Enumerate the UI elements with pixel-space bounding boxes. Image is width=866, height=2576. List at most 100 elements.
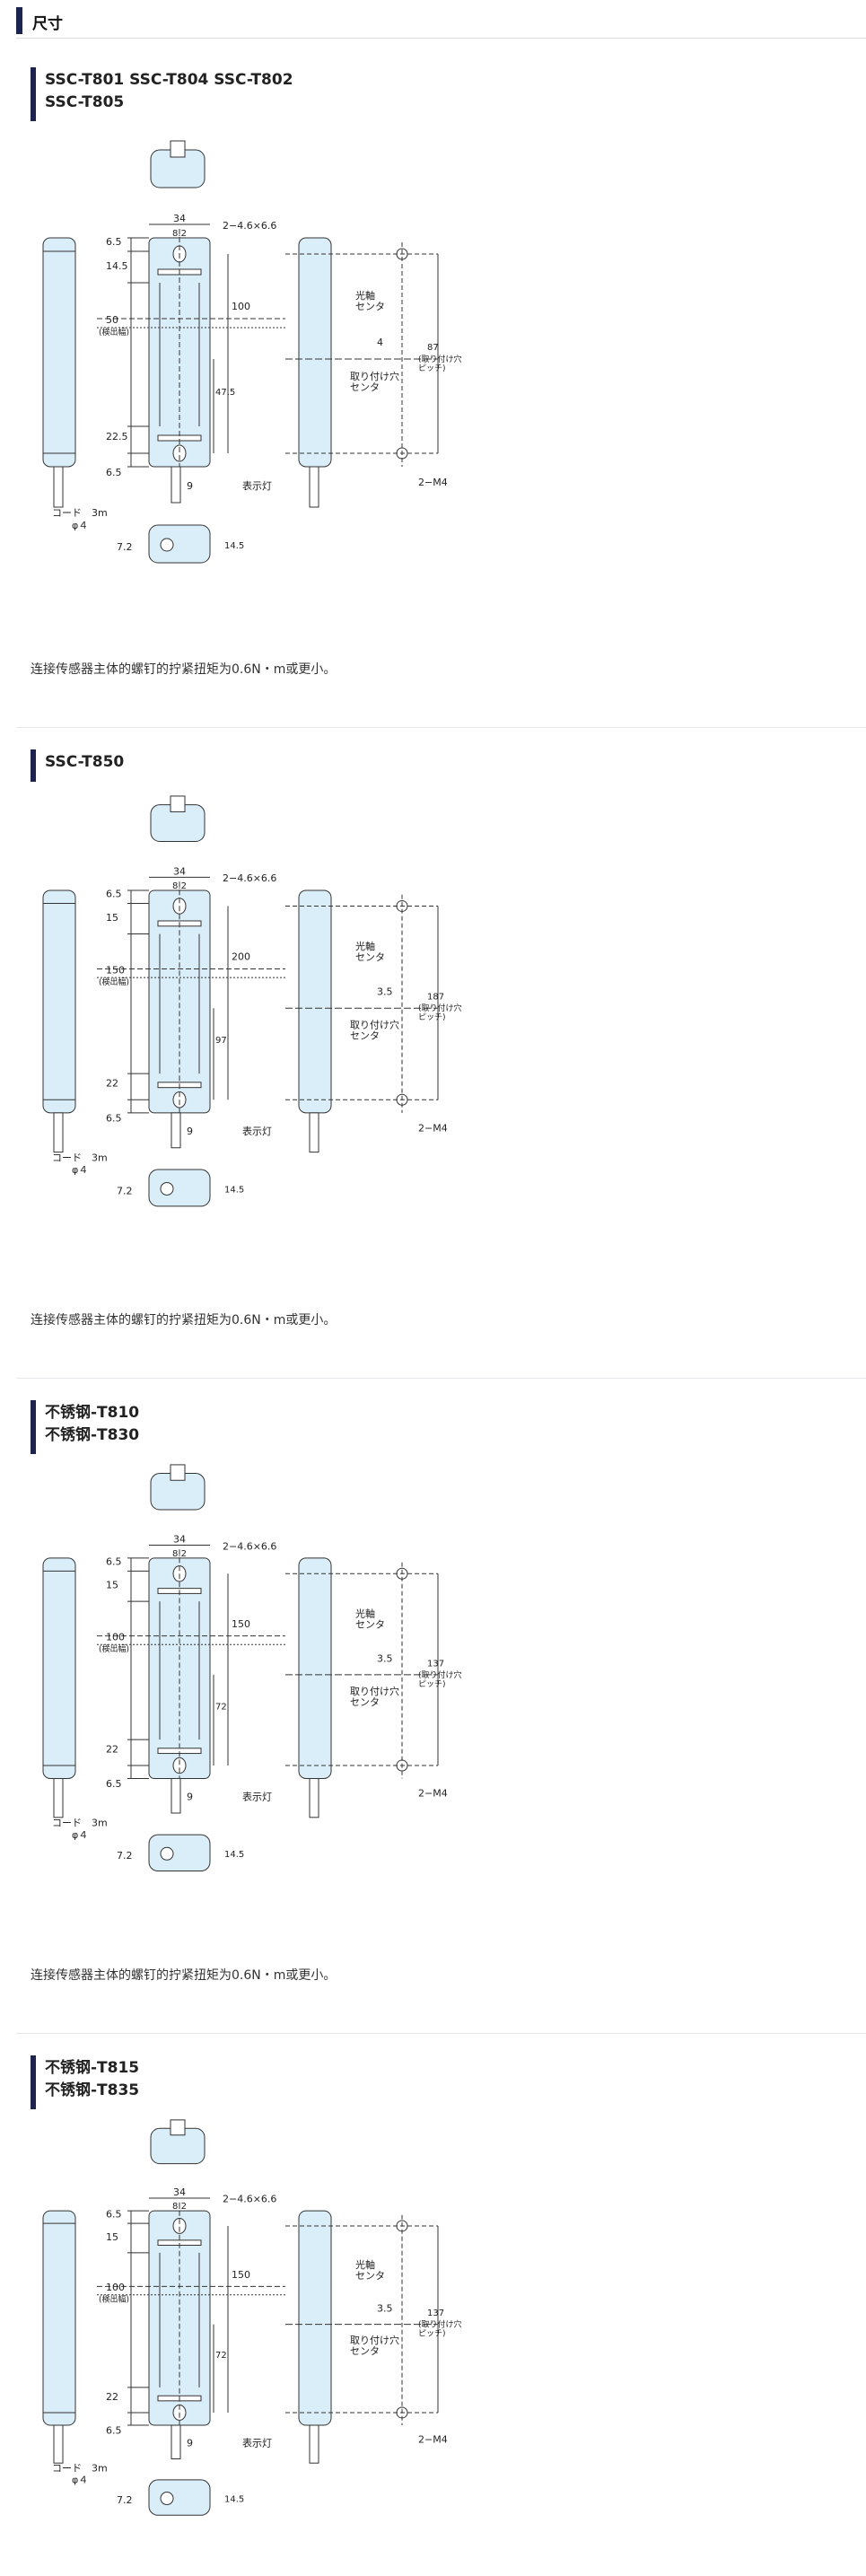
lower-length-label: 22 — [106, 1078, 118, 1090]
cord-diameter-label: φ４ — [72, 1164, 88, 1176]
cord-diameter-label: φ４ — [72, 2475, 88, 2486]
width-label: 34 — [173, 213, 186, 224]
bottom-view-cord-hole — [160, 538, 174, 552]
width-label: 34 — [173, 2186, 186, 2198]
right-side-cord — [309, 1112, 319, 1153]
bottom-view-base — [148, 1834, 211, 1872]
detect-width-caption: (検出幅) — [99, 1643, 129, 1654]
section-title-line: SSC-T801 SSC-T804 SSC-T802 — [45, 71, 293, 89]
right-side-cord — [309, 2424, 319, 2464]
torque-note: 连接传感器主体的螺钉的拧紧扭矩为0.6N・m或更小。 — [31, 662, 337, 677]
left-side-body — [42, 2210, 76, 2426]
top-margin-label: 6.5 — [106, 236, 122, 248]
dimension-drawing-svg: 348.22−4.6×6.66.515150(検出幅)20097226.59コー… — [42, 795, 462, 1207]
bottom-view-base — [148, 524, 211, 564]
base-width-label: 14.5 — [224, 1185, 244, 1195]
right-side-body — [298, 2210, 332, 2426]
section-title-line: 不锈钢-T830 — [45, 1426, 140, 1444]
base-height-label: 7.2 — [117, 2494, 133, 2506]
top-view-connector — [170, 795, 186, 812]
screw-spec-label: 2−M4 — [418, 477, 448, 488]
half-length-label: 47.5 — [215, 388, 235, 398]
total-length-label: 200 — [232, 951, 250, 963]
cord-length-label: コード 3m — [52, 507, 108, 519]
indicator-lamp-label: 表示灯 — [242, 2436, 272, 2449]
optical-gap-label: 4 — [377, 337, 383, 348]
screw-spec-label: 2−M4 — [418, 1788, 448, 1800]
half-length-label: 72 — [215, 2351, 227, 2361]
width-label: 34 — [173, 865, 186, 877]
hole-offset-label: 8.2 — [172, 1549, 187, 1559]
detect-width-caption: (検出幅) — [99, 327, 129, 337]
top-view-connector — [170, 140, 186, 158]
pitch-value-label: 137 — [427, 1659, 444, 1669]
cord-length-label: コード 3m — [52, 1817, 108, 1828]
lower-length-label: 22 — [106, 2391, 118, 2403]
base-width-label: 14.5 — [224, 541, 244, 551]
optical-axis-center-label: 光軸センタ — [355, 940, 385, 963]
section-accent-bar — [31, 749, 36, 782]
bottom-view-base — [148, 2479, 211, 2516]
cord-offset-label: 9 — [187, 480, 193, 492]
detect-width-label: 150 — [106, 964, 125, 976]
torque-note: 连接传感器主体的螺钉的拧紧扭矩为0.6N・m或更小。 — [31, 1968, 337, 1983]
optical-axis-center-label: 光軸センタ — [355, 289, 385, 312]
mount-hole-center-label: 取り付け穴センタ — [350, 2334, 399, 2357]
cord-diameter-label: φ４ — [72, 520, 88, 531]
base-height-label: 7.2 — [117, 1850, 133, 1862]
top-view-connector — [170, 1464, 186, 1481]
section-title-line: 不锈钢-T835 — [45, 2081, 140, 2099]
top-margin-label: 6.5 — [106, 2209, 122, 2221]
front-cord — [171, 2424, 181, 2460]
bottom-view-cord-hole — [160, 1846, 174, 1861]
cord-length-label: コード 3m — [52, 2463, 108, 2475]
front-cord — [171, 1777, 181, 1814]
detect-width-label: 100 — [106, 1631, 125, 1643]
section-divider — [16, 2033, 866, 2034]
section-divider — [16, 727, 866, 728]
bottom-view-base — [148, 1169, 211, 1207]
detect-width-label: 50 — [106, 314, 118, 326]
top-view-connector — [170, 2119, 186, 2136]
base-height-label: 7.2 — [117, 541, 133, 553]
screw-spec-label: 2−M4 — [418, 2434, 448, 2446]
half-length-label: 72 — [215, 1702, 227, 1712]
left-side-cord — [53, 2424, 64, 2464]
mount-hole-spec-label: 2−4.6×6.6 — [223, 2194, 276, 2205]
mount-hole-spec-label: 2−4.6×6.6 — [223, 872, 276, 884]
optical-axis-center-label: 光軸センタ — [355, 1607, 385, 1630]
right-side-body — [298, 1557, 332, 1779]
base-height-label: 7.2 — [117, 1185, 133, 1196]
screw-spec-label: 2−M4 — [418, 1122, 448, 1134]
total-length-label: 150 — [232, 1618, 250, 1630]
section-accent-bar — [31, 2055, 36, 2109]
hole-offset-label: 8.2 — [172, 881, 187, 891]
bottom-margin-label: 6.5 — [106, 1113, 122, 1125]
upper-length-label: 15 — [106, 2231, 118, 2243]
left-side-cord — [53, 466, 64, 508]
detect-width-caption: (検出幅) — [99, 2293, 129, 2304]
optical-gap-label: 3.5 — [377, 2303, 393, 2315]
section-accent-bar — [31, 1400, 36, 1454]
bottom-margin-label: 6.5 — [106, 467, 122, 478]
bottom-margin-label: 6.5 — [106, 2424, 122, 2436]
optical-axis-center-label: 光軸センタ — [355, 2258, 385, 2282]
torque-note: 连接传感器主体的螺钉的拧紧扭矩为0.6N・m或更小。 — [31, 1313, 337, 1327]
left-side-cord — [53, 1777, 64, 1818]
mount-hole-center-label: 取り付け穴センタ — [350, 370, 399, 393]
mount-hole-center-label: 取り付け穴センタ — [350, 1019, 399, 1042]
right-side-body — [298, 889, 332, 1114]
section-title: SSC-T850 — [45, 751, 124, 774]
pitch-caption-label: (取り付け穴ピッチ) — [418, 2318, 462, 2338]
page-header: 尺寸 — [16, 0, 866, 39]
section-accent-bar — [31, 67, 36, 121]
pitch-caption-label: (取り付け穴ピッチ) — [418, 354, 462, 373]
section-divider — [16, 1378, 866, 1379]
cord-offset-label: 9 — [187, 2437, 193, 2449]
top-margin-label: 6.5 — [106, 1556, 122, 1568]
